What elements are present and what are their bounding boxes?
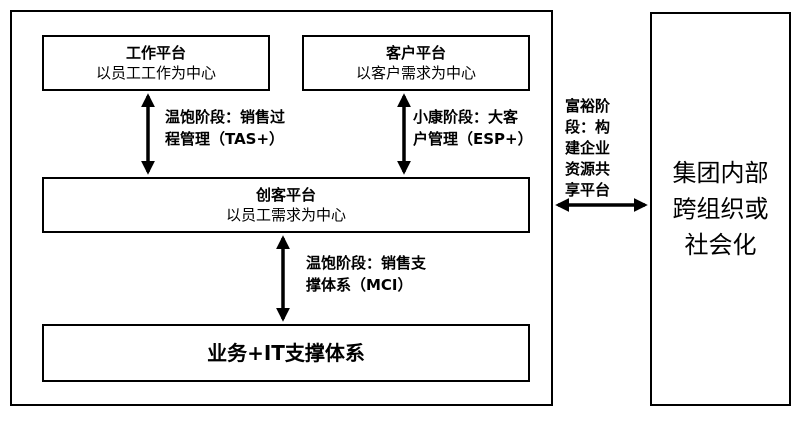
work-platform-box: 工作平台 以员工工作为中心	[42, 35, 270, 91]
innovation-platform-subtitle: 以员工需求为中心	[225, 206, 346, 224]
label-customer-line-1: 小康阶段：大客	[413, 108, 519, 126]
label-group-line-3: 建企业	[565, 139, 611, 157]
label-innovation-to-it: 温饱阶段：销售支 撑体系（MCI）	[306, 252, 426, 296]
group-line-3: 社会化	[684, 231, 757, 259]
work-platform-title: 工作平台	[125, 44, 186, 62]
label-group-line-1: 富裕阶	[565, 97, 611, 115]
label-customer-to-innovation: 小康阶段：大客 户管理（ESP+）	[413, 106, 533, 150]
it-support-box: 业务+IT支撑体系	[42, 324, 530, 382]
label-enterprise-to-group: 富裕阶 段：构 建企业 资源共 享平台	[565, 96, 610, 201]
customer-platform-subtitle: 以客户需求为中心	[355, 64, 476, 82]
label-it-line-2: 撑体系（MCI）	[306, 276, 413, 294]
label-group-line-2: 段：构	[565, 118, 611, 136]
customer-platform-title: 客户平台	[385, 44, 446, 62]
label-group-line-4: 资源共	[565, 160, 611, 178]
label-group-line-5: 享平台	[565, 181, 611, 199]
group-box: 集团内部 跨组织或 社会化	[650, 12, 791, 406]
group-line-1: 集团内部	[672, 159, 769, 187]
label-work-line-2: 程管理（TAS+）	[165, 130, 285, 148]
group-line-2: 跨组织或	[672, 195, 769, 223]
innovation-platform-box: 创客平台 以员工需求为中心	[42, 177, 530, 233]
label-it-line-1: 温饱阶段：销售支	[306, 254, 427, 272]
work-platform-subtitle: 以员工工作为中心	[95, 64, 216, 82]
innovation-platform-title: 创客平台	[255, 186, 316, 204]
it-support-title: 业务+IT支撑体系	[207, 341, 365, 365]
label-work-to-innovation: 温饱阶段：销售过 程管理（TAS+）	[165, 106, 285, 150]
customer-platform-box: 客户平台 以客户需求为中心	[302, 35, 530, 91]
label-customer-line-2: 户管理（ESP+）	[413, 130, 533, 148]
label-work-line-1: 温饱阶段：销售过	[165, 108, 286, 126]
